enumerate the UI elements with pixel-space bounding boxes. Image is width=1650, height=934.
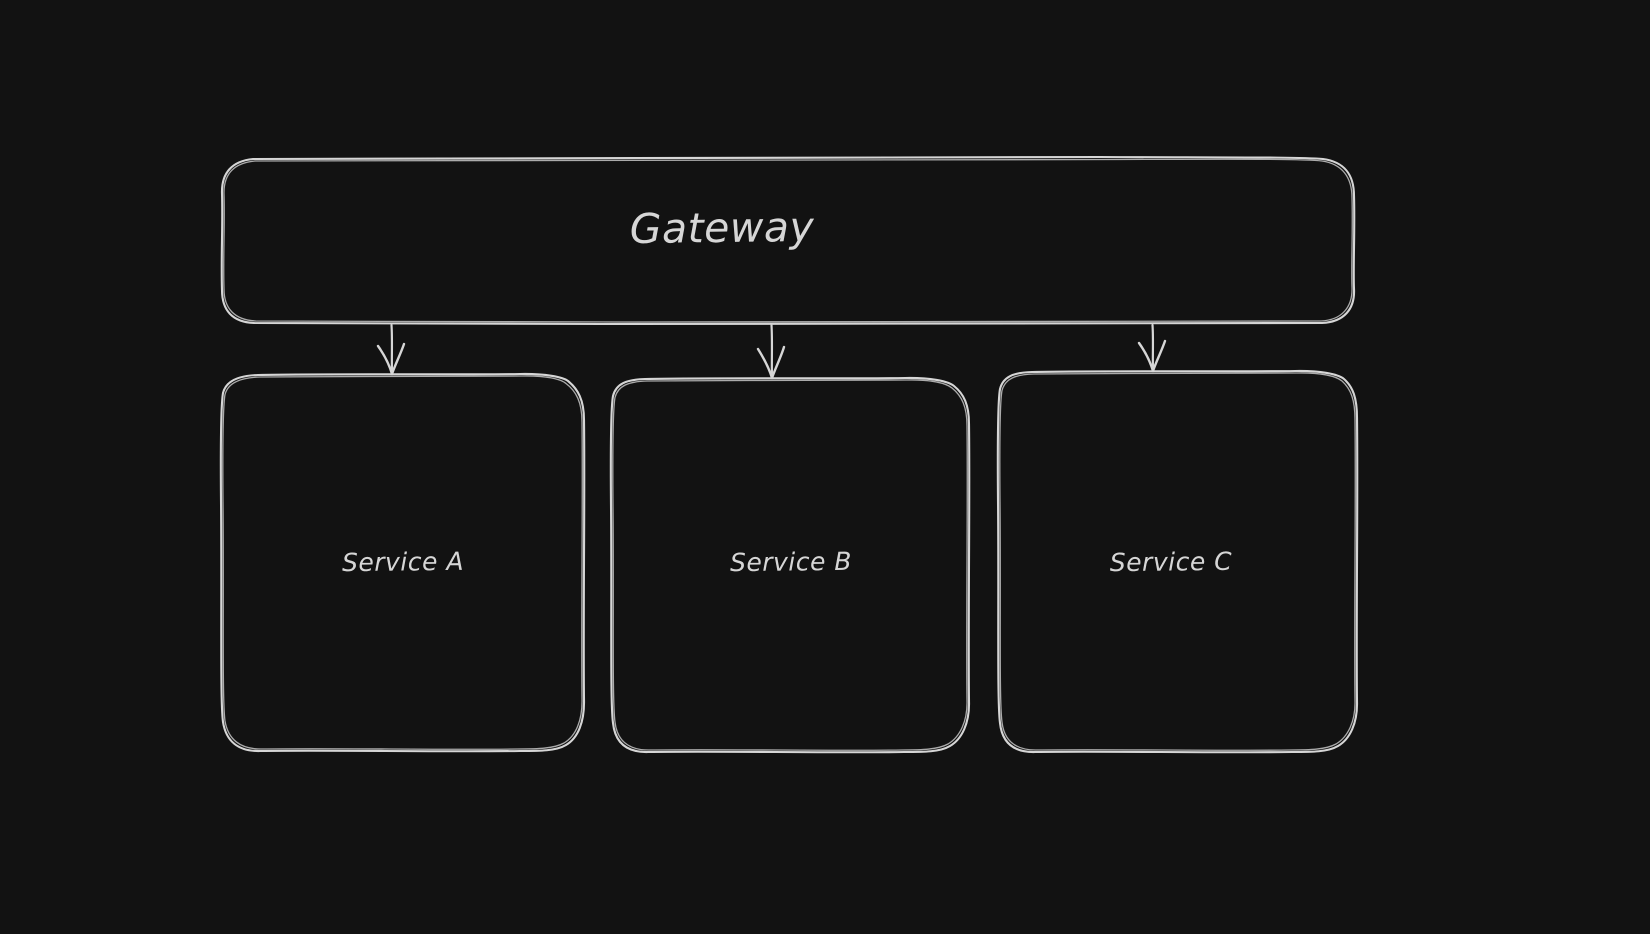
node-service-c[interactable]	[996, 369, 1359, 754]
edge-c-arrowhead	[1137, 341, 1155, 373]
edge-c-line	[1151, 323, 1155, 372]
service-c-outline-stroke-1	[996, 369, 1359, 754]
edge-gateway-to-service-a[interactable]	[376, 323, 406, 376]
node-service-b[interactable]	[609, 376, 971, 754]
service-b-outline-stroke-2	[612, 379, 968, 751]
edge-a-arrowhead-2	[390, 342, 406, 376]
service-c-outline-stroke-2	[999, 372, 1356, 751]
edge-b-arrowhead	[756, 347, 774, 380]
edge-gateway-to-service-c[interactable]	[1137, 323, 1167, 373]
edge-b-line	[770, 323, 774, 379]
service-b-outline-stroke-1	[609, 376, 971, 754]
gateway-outline-stroke-1	[220, 155, 1356, 326]
node-gateway[interactable]	[220, 155, 1356, 326]
node-service-a[interactable]	[219, 372, 586, 753]
edge-c-arrowhead-2	[1151, 339, 1167, 373]
gateway-outline-stroke-2	[223, 158, 1353, 323]
edge-a-line	[390, 323, 394, 375]
service-a-outline-stroke-2	[222, 375, 583, 750]
edge-b-arrowhead-2	[770, 345, 786, 380]
edge-a-arrowhead	[376, 344, 394, 376]
edge-gateway-to-service-b[interactable]	[756, 323, 786, 380]
service-a-outline-stroke-1	[219, 372, 586, 753]
